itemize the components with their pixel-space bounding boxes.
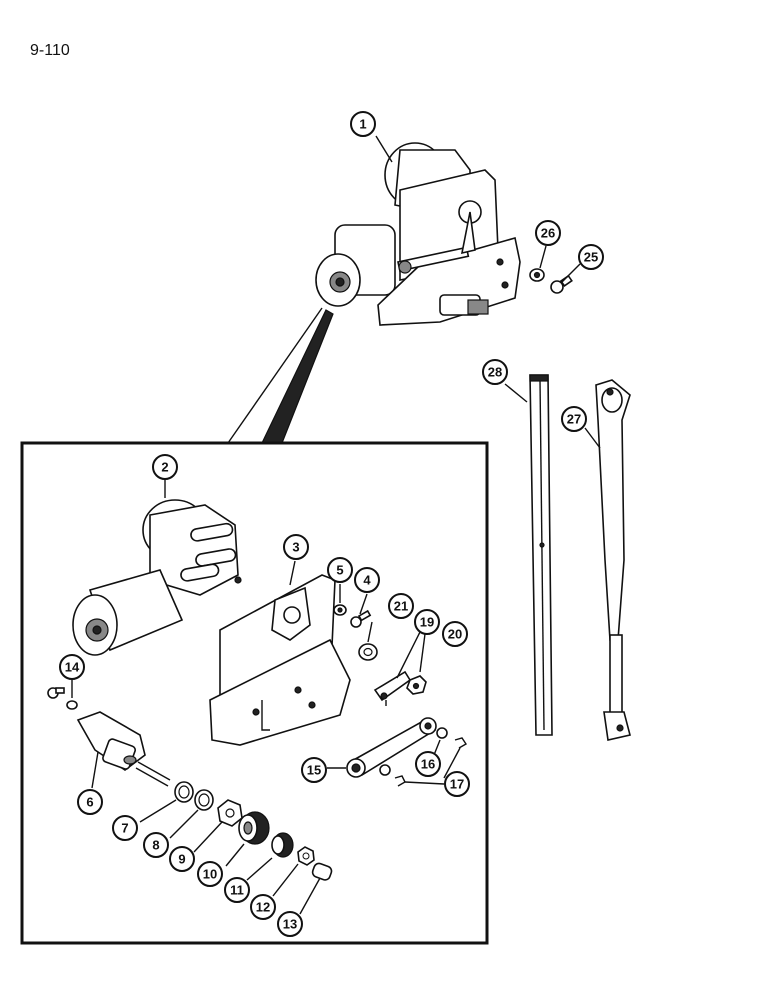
knob-part-10	[238, 811, 270, 845]
callout-1: 1	[350, 111, 376, 137]
callout-25: 25	[578, 244, 604, 270]
svg-text:21: 21	[394, 599, 408, 614]
svg-text:13: 13	[283, 917, 297, 932]
callout-2: 2	[152, 454, 178, 480]
svg-text:11: 11	[230, 883, 244, 898]
svg-text:1: 1	[359, 117, 366, 132]
callout-10: 10	[197, 861, 223, 887]
callout-20: 20	[442, 621, 468, 647]
svg-text:26: 26	[541, 226, 555, 241]
washer-part-21	[358, 643, 378, 661]
callout-13: 13	[277, 911, 303, 937]
callout-7: 7	[112, 815, 138, 841]
callout-27: 27	[561, 406, 587, 432]
clip-part-19	[373, 670, 412, 706]
nut-part-5	[333, 604, 347, 616]
screw-25	[550, 274, 573, 294]
svg-text:8: 8	[152, 838, 159, 853]
svg-text:16: 16	[421, 757, 435, 772]
wiper-motor-assembly	[315, 142, 521, 326]
svg-text:7: 7	[121, 821, 128, 836]
svg-text:4: 4	[363, 573, 371, 588]
svg-text:6: 6	[86, 795, 93, 810]
svg-text:27: 27	[567, 412, 581, 427]
page-number: 9-110	[30, 42, 70, 59]
motor-part-2	[72, 499, 242, 656]
detail-box	[20, 441, 489, 945]
callout-26: 26	[535, 220, 561, 246]
callout-3: 3	[283, 534, 309, 560]
callout-5: 5	[327, 557, 353, 583]
svg-text:2: 2	[161, 460, 168, 475]
callout-6: 6	[77, 789, 103, 815]
svg-text:3: 3	[292, 540, 299, 555]
callout-28: 28	[482, 359, 508, 385]
svg-text:14: 14	[65, 660, 80, 675]
callout-11: 11	[224, 877, 250, 903]
svg-text:20: 20	[448, 627, 462, 642]
callout-8: 8	[143, 832, 169, 858]
washer-part-8	[194, 789, 214, 811]
callout-9: 9	[169, 846, 195, 872]
svg-text:5: 5	[336, 563, 343, 578]
screw-part-4	[350, 609, 372, 628]
svg-text:15: 15	[307, 763, 321, 778]
svg-text:9: 9	[178, 852, 185, 867]
svg-text:28: 28	[488, 365, 502, 380]
wiper-blade-part-28	[529, 374, 553, 736]
callout-16: 16	[415, 751, 441, 777]
nut-26	[529, 268, 545, 282]
callout-12: 12	[250, 894, 276, 920]
callout-21: 21	[388, 593, 414, 619]
bracket-part-3	[209, 574, 351, 746]
fasteners-part-14	[47, 687, 78, 710]
callout-19: 19	[414, 609, 440, 635]
callout-14: 14	[59, 654, 85, 680]
leader-lines	[71, 135, 601, 915]
washer-part-7	[174, 781, 194, 803]
detail-leader-wedge	[227, 307, 334, 444]
callout-15: 15	[301, 757, 327, 783]
svg-text:10: 10	[203, 867, 217, 882]
nut-part-12	[297, 846, 315, 866]
svg-text:25: 25	[584, 250, 598, 265]
callout-4: 4	[354, 567, 380, 593]
switch-part-6	[76, 711, 171, 787]
knob-part-11	[271, 832, 294, 858]
link-part-15	[346, 717, 437, 778]
svg-text:19: 19	[420, 615, 434, 630]
clips-part-17	[394, 737, 467, 787]
nut-part-20	[406, 675, 427, 695]
wiper-arm-part-27	[595, 379, 631, 741]
callout-17: 17	[444, 771, 470, 797]
washer-part-16	[379, 727, 448, 776]
svg-text:17: 17	[450, 777, 464, 792]
cap-part-13	[311, 862, 333, 881]
svg-text:12: 12	[256, 900, 270, 915]
